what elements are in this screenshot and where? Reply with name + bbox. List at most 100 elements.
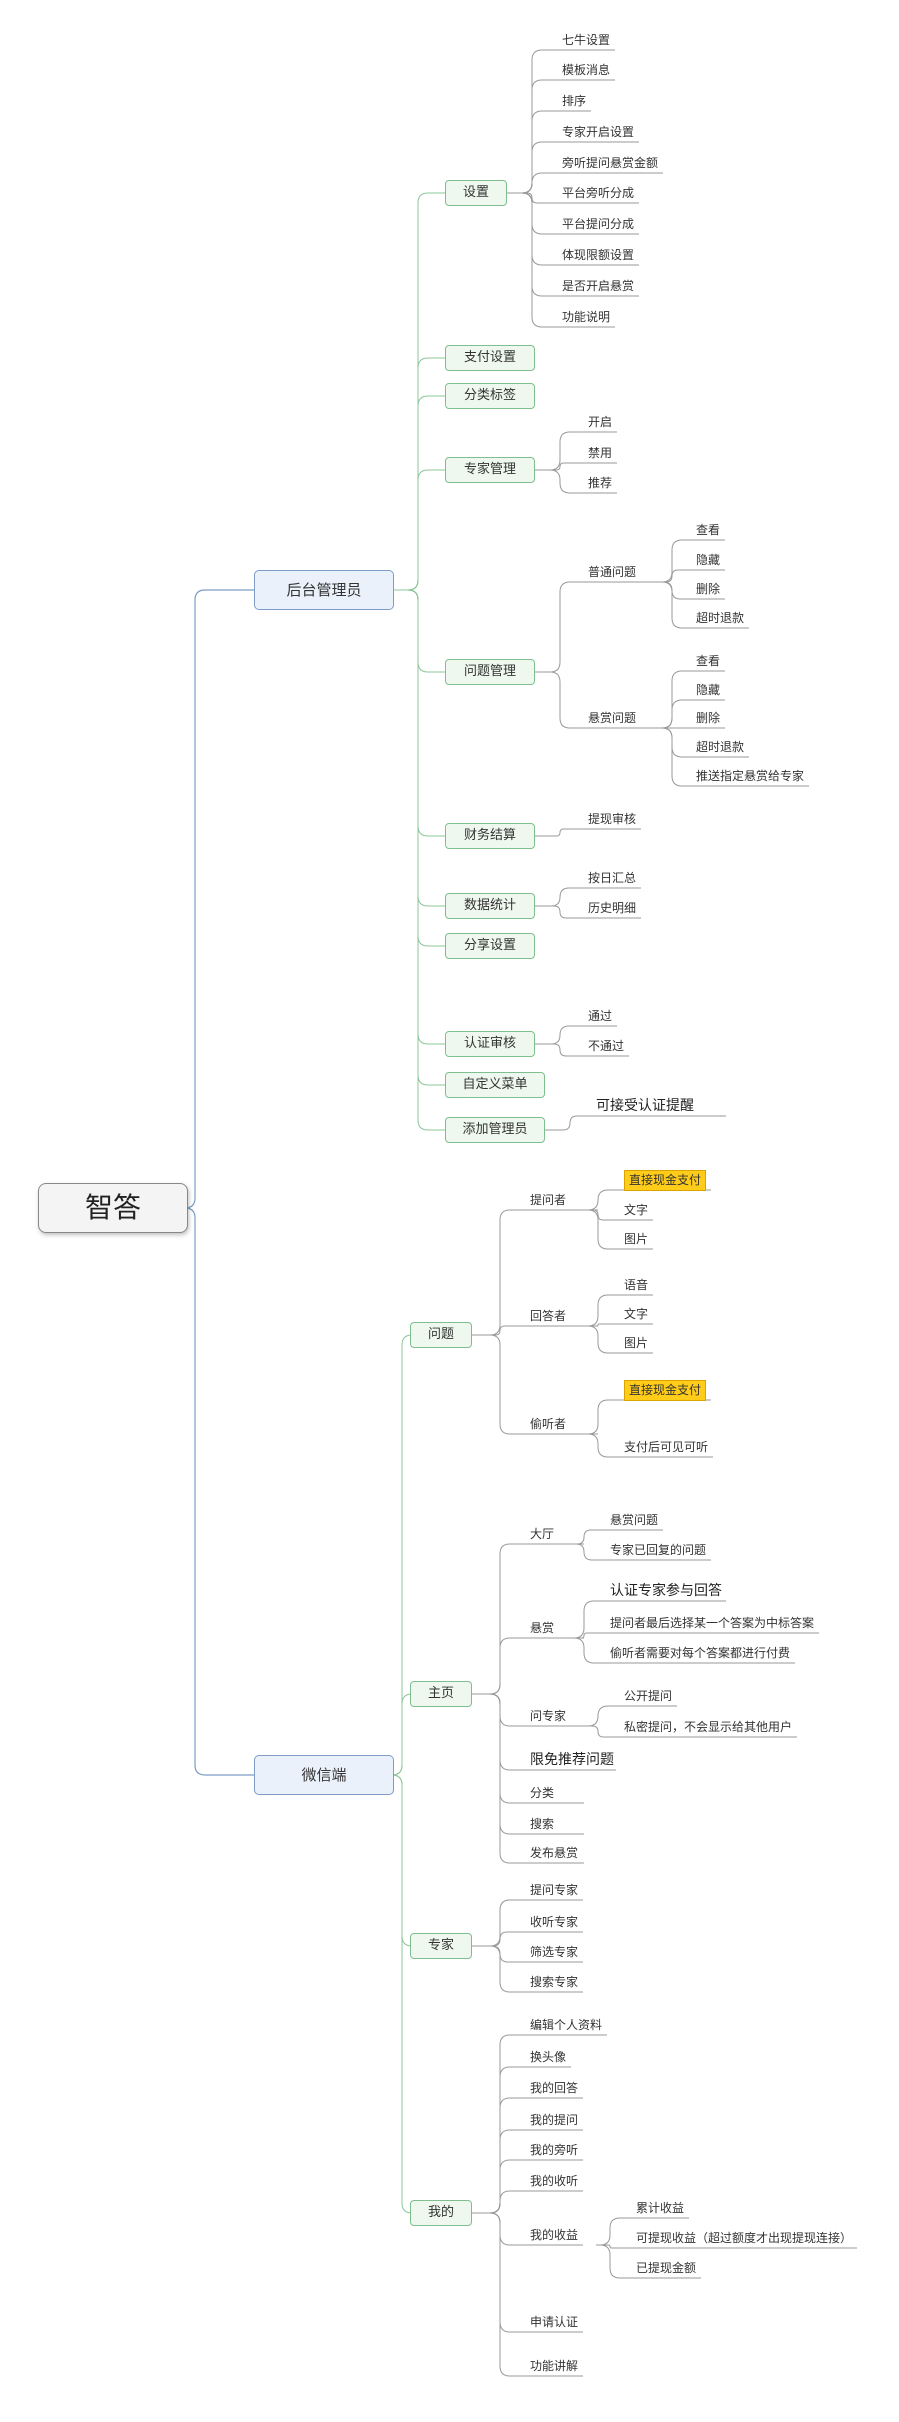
connector-line xyxy=(394,589,445,837)
connector-line xyxy=(581,1632,608,1639)
leaf-node: 直接现金支付 xyxy=(624,1380,707,1401)
leaf-node: 模板消息 xyxy=(562,63,611,77)
sub-node: 悬赏 xyxy=(530,1621,555,1635)
sub-node: 我的提问 xyxy=(530,2113,579,2127)
sub-node: 换头像 xyxy=(530,2050,567,2064)
connector-line xyxy=(648,539,694,583)
wechat-item: 主页 xyxy=(410,1681,472,1707)
leaf-node: 支付后可见可听 xyxy=(624,1440,709,1454)
leaf-node: 可提现收益（超过额度才出现提现连接） xyxy=(636,2231,853,2245)
wechat-item: 我的 xyxy=(410,2200,472,2226)
connector-line xyxy=(596,2217,634,2246)
leaf-node: 偷听者需要对每个答案都进行付费 xyxy=(610,1646,791,1660)
admin-item: 认证审核 xyxy=(445,1031,535,1057)
connector-line xyxy=(535,671,586,729)
wechat-item: 专家 xyxy=(410,1933,472,1959)
leaf-node: 通过 xyxy=(588,1009,613,1023)
leaf-node: 查看 xyxy=(696,523,721,537)
connector-line xyxy=(575,1543,608,1561)
leaf-node: 语音 xyxy=(624,1278,649,1292)
leaf-node: 功能说明 xyxy=(562,310,611,324)
leaf-node: 可接受认证提醒 xyxy=(596,1098,694,1114)
leaf-node: 文字 xyxy=(624,1203,649,1217)
connector-line xyxy=(507,192,560,235)
connector-line xyxy=(535,1025,586,1045)
connector-line xyxy=(587,1294,622,1327)
connector-line xyxy=(573,1637,608,1664)
connector-line xyxy=(391,1693,413,1776)
leaf-node: 已提现金额 xyxy=(636,2261,697,2275)
connector-line xyxy=(535,462,586,471)
sub-node: 回答者 xyxy=(530,1309,567,1323)
connector-line xyxy=(507,192,560,266)
leaf-node: 删除 xyxy=(696,582,721,596)
connector-line xyxy=(472,1325,528,1336)
connector-line xyxy=(648,581,694,629)
connector-line xyxy=(507,192,560,328)
leaf-node: 公开提问 xyxy=(624,1689,673,1703)
leaf-node: 超时退款 xyxy=(696,611,745,625)
connector-line xyxy=(587,1189,622,1211)
connector-line xyxy=(596,1323,622,1327)
leaf-node: 是否开启悬赏 xyxy=(562,279,635,293)
leaf-node: 图片 xyxy=(624,1336,649,1350)
connector-line xyxy=(587,1325,622,1354)
leaf-node: 收听专家 xyxy=(530,1915,579,1929)
leaf-node: 提问者最后选择某一个答案为中标答案 xyxy=(610,1616,815,1630)
leaf-node: 提现审核 xyxy=(588,812,637,826)
connector-line xyxy=(391,1774,413,2214)
connector-line xyxy=(648,569,694,583)
connector-line xyxy=(573,1600,608,1639)
connector-line xyxy=(472,1693,528,1864)
leaf-node: 提问专家 xyxy=(530,1883,579,1897)
connector-line xyxy=(535,469,586,494)
leaf-node: 平台旁听分成 xyxy=(562,186,635,200)
leaf-node: 删除 xyxy=(696,711,721,725)
connector-line xyxy=(394,589,445,907)
leaf-node: 隐藏 xyxy=(696,553,721,567)
leaf-node: 不通过 xyxy=(588,1039,625,1053)
connector-line xyxy=(507,192,560,204)
leaf-node: 开启 xyxy=(588,415,613,429)
leaf-node: 推送指定悬赏给专家 xyxy=(696,769,805,783)
connector-line xyxy=(394,589,445,947)
sub-node: 我的收益 xyxy=(530,2228,579,2242)
sub-node: 提问者 xyxy=(530,1193,567,1207)
leaf-node: 超时退款 xyxy=(696,740,745,754)
leaf-node: 七牛设置 xyxy=(562,33,611,47)
connector-line xyxy=(394,192,445,591)
leaf-node: 隐藏 xyxy=(696,683,721,697)
leaf-node: 专家已回复的问题 xyxy=(610,1543,707,1557)
admin-item: 自定义菜单 xyxy=(445,1072,545,1098)
connector-line xyxy=(648,581,694,600)
connector-line xyxy=(587,1399,622,1435)
leaf-node: 搜索专家 xyxy=(530,1975,579,1989)
sub-node: 发布悬赏 xyxy=(530,1846,579,1860)
sub-node: 申请认证 xyxy=(530,2315,579,2329)
leaf-node: 平台提问分成 xyxy=(562,217,635,231)
connector-line xyxy=(394,589,445,673)
connector-line xyxy=(545,1115,594,1131)
connector-line xyxy=(472,1209,528,1336)
root-node: 智答 xyxy=(38,1183,188,1233)
leaf-node: 文字 xyxy=(624,1307,649,1321)
wechat-item: 问题 xyxy=(410,1322,472,1348)
leaf-node: 体现限额设置 xyxy=(562,248,635,262)
connector-line xyxy=(472,1899,528,1947)
leaf-node: 查看 xyxy=(696,654,721,668)
connector-line xyxy=(535,1043,586,1057)
leaf-node: 筛选专家 xyxy=(530,1945,579,1959)
connector-line xyxy=(472,1637,528,1695)
connector-line xyxy=(535,581,586,673)
connector-line xyxy=(184,1207,254,1776)
connector-line xyxy=(584,1725,622,1738)
sub-node: 搜索 xyxy=(530,1817,555,1831)
leaf-node: 推荐 xyxy=(588,476,613,490)
leaf-node: 累计收益 xyxy=(636,2201,685,2215)
connector-line xyxy=(472,1334,528,1435)
leaf-node: 直接现金支付 xyxy=(624,1170,707,1191)
connector-line xyxy=(507,172,560,194)
connector-line xyxy=(184,589,254,1209)
leaf-node: 认证专家参与回答 xyxy=(610,1583,722,1599)
